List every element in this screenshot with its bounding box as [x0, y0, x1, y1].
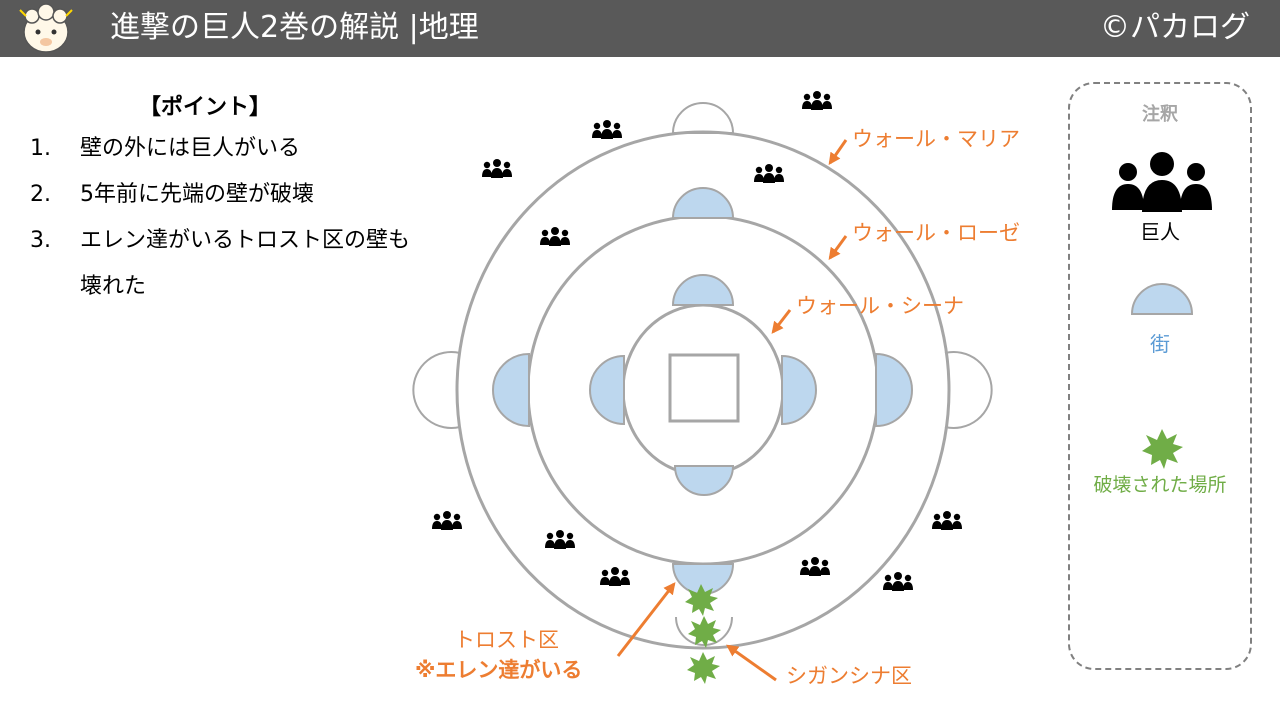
points-heading: 【ポイント】 — [138, 95, 271, 120]
list-item: 3. エレン達がいるトロスト区の壁も壊れた — [30, 218, 420, 310]
wall-sina — [621, 303, 785, 477]
town-icon — [1130, 283, 1194, 315]
giants-icon — [545, 530, 575, 549]
breach-burst-icon — [687, 652, 720, 684]
copyright-label: ©パカログ — [1100, 10, 1250, 45]
wall-rose — [526, 214, 880, 566]
wall-maria — [455, 130, 951, 650]
town-shape — [492, 352, 530, 428]
legend-panel: 注釈 巨人 街 破壊された場所 — [1068, 82, 1252, 670]
list-item: 2. 5年前に先端の壁が破壊 — [30, 172, 420, 218]
central-square — [668, 353, 740, 423]
giants-icon — [432, 511, 462, 530]
legend-town-label: 街 — [1150, 332, 1170, 356]
shiganshina-label: シガンシナ区 — [786, 664, 912, 688]
points-panel: 【ポイント】 1. 壁の外には巨人がいる 2. 5年前に先端の壁が破壊 3. エ… — [30, 90, 420, 310]
town-shape — [671, 274, 735, 306]
legend-break-label: 破壊された場所 — [1093, 474, 1227, 496]
town-shape — [781, 354, 817, 426]
legend-giant-label: 巨人 — [1140, 220, 1180, 244]
wall-map-diagram — [412, 91, 993, 684]
giants-icon — [482, 159, 512, 178]
town-shape — [412, 351, 461, 429]
list-item: 1. 壁の外には巨人がいる — [30, 126, 420, 172]
list-item-text: 5年前に先端の壁が破壊 — [80, 182, 314, 207]
legend-title: 注釈 — [1142, 104, 1178, 125]
header-bar: 進撃の巨人2巻の解説 |地理 ©パカログ — [0, 0, 1280, 57]
list-item-number: 1. — [30, 136, 51, 161]
town-shape — [944, 351, 993, 429]
giants-icon — [600, 567, 630, 586]
trost-arrow — [616, 582, 676, 657]
giants-icon — [540, 227, 570, 246]
giants-icon — [800, 557, 830, 576]
page-title: 進撃の巨人2巻の解説 |地理 — [110, 10, 479, 45]
rose-arrow — [828, 235, 848, 260]
wall-maria-label: ウォール・マリア — [852, 127, 1020, 151]
shiganshina-arrow — [726, 644, 777, 682]
wall-sina-label: ウォール・シーナ — [796, 294, 964, 318]
giants-icon — [1112, 152, 1212, 212]
giants-icon — [883, 572, 913, 591]
town-shape — [589, 354, 625, 426]
maria-arrow — [828, 139, 848, 165]
giants-icon — [802, 91, 832, 110]
breach-burst-icon — [1142, 429, 1183, 469]
giants-icon — [932, 511, 962, 530]
town-shape — [673, 465, 735, 496]
trost-label: トロスト区 — [454, 628, 559, 652]
town-shape — [875, 352, 913, 428]
list-item-text: エレン達がいるトロスト区の壁も壊れた — [80, 228, 411, 299]
wall-rose-label: ウォール・ローゼ — [852, 221, 1020, 245]
list-item-number: 3. — [30, 228, 51, 253]
town-shape — [671, 187, 735, 219]
giants-icon — [592, 120, 622, 139]
points-list: 1. 壁の外には巨人がいる 2. 5年前に先端の壁が破壊 3. エレン達がいるト… — [30, 126, 420, 310]
sina-arrow — [771, 309, 792, 334]
giants-icon — [754, 164, 784, 183]
alpaca-mascot-icon — [19, 3, 73, 53]
town-shape — [671, 102, 735, 134]
trost-note: ※エレン達がいる — [415, 658, 583, 682]
list-item-number: 2. — [30, 182, 51, 207]
list-item-text: 壁の外には巨人がいる — [80, 136, 301, 161]
